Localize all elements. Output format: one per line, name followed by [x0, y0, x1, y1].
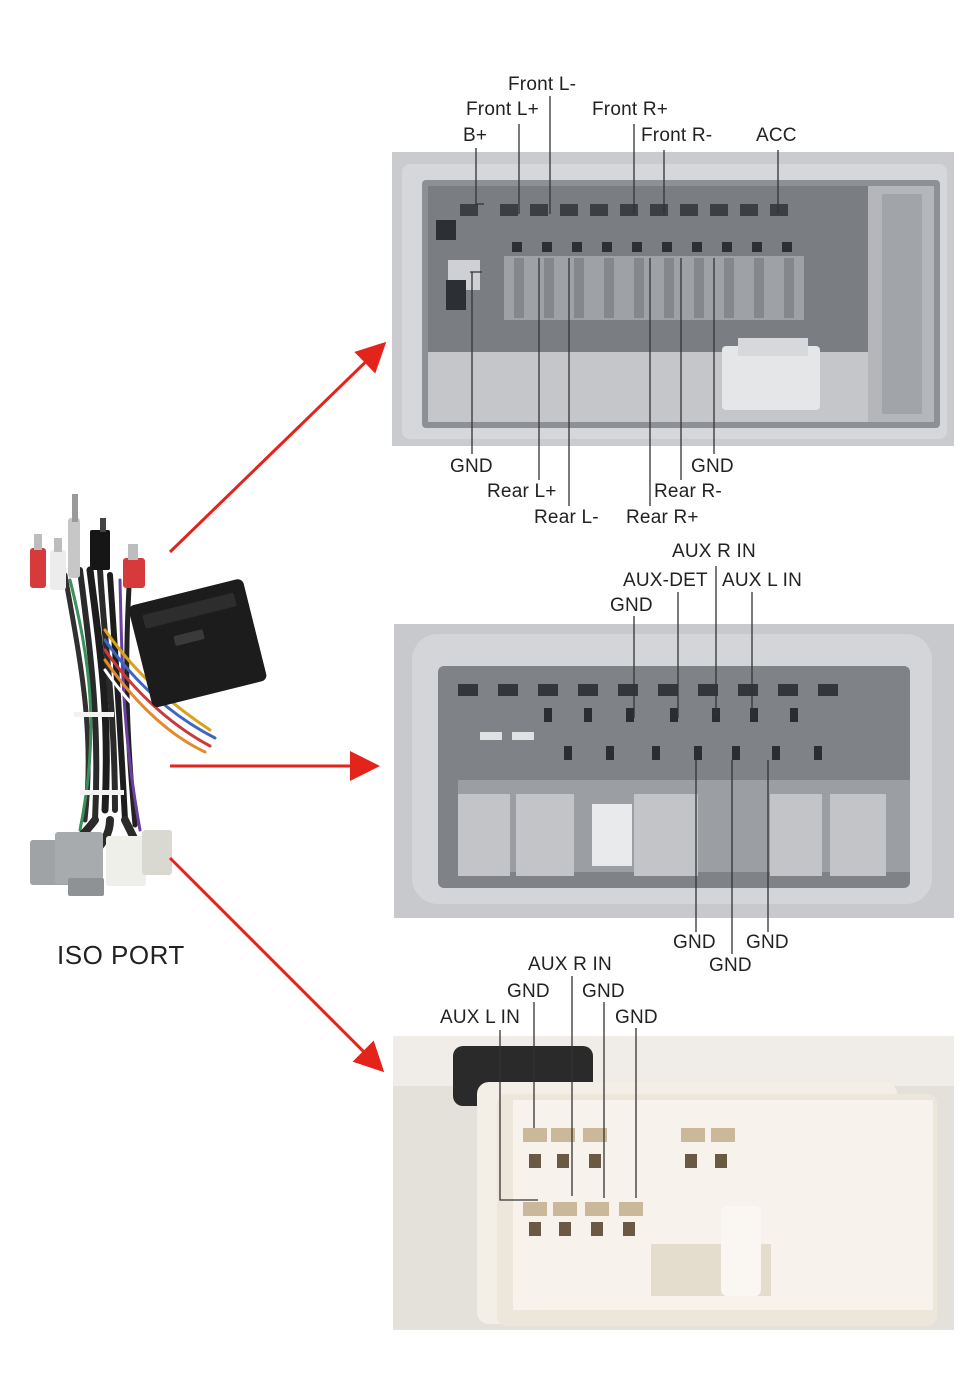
label-aux-l-in-bottom: AUX L IN [440, 1007, 521, 1028]
label-acc: ACC [756, 125, 797, 146]
label-aux-det: AUX-DET [623, 570, 708, 591]
label-b-plus: B+ [463, 125, 488, 146]
label-front-r-minus: Front R- [641, 125, 713, 146]
label-gnd-mid-bottom-3: GND [746, 932, 789, 953]
label-gnd-bottom-2: GND [582, 981, 625, 1002]
label-aux-r-in-mid: AUX R IN [672, 541, 756, 562]
wiring-harness-photo [10, 480, 280, 900]
label-aux-r-in-bottom: AUX R IN [528, 954, 612, 975]
label-front-l-minus: Front L- [508, 74, 577, 95]
connector-photo-top [392, 152, 954, 446]
label-gnd-mid-bottom-1: GND [673, 932, 716, 953]
label-rear-l-plus: Rear L+ [487, 481, 557, 502]
label-front-l-plus: Front L+ [466, 99, 539, 120]
connector-photo-bottom [393, 1036, 954, 1330]
label-aux-l-in-mid: AUX L IN [722, 570, 803, 591]
label-front-r-plus: Front R+ [592, 99, 669, 120]
iso-port-caption: ISO PORT [57, 940, 185, 970]
label-rear-r-plus: Rear R+ [626, 507, 699, 528]
label-gnd-mid-bottom-2: GND [709, 955, 752, 976]
label-gnd-top-right: GND [691, 456, 734, 477]
connector-photo-middle [394, 624, 954, 918]
label-rear-r-minus: Rear R- [654, 481, 722, 502]
label-gnd-bottom-1: GND [507, 981, 550, 1002]
label-rear-l-minus: Rear L- [534, 507, 599, 528]
label-gnd-top-left: GND [450, 456, 493, 477]
label-gnd-bottom-3: GND [615, 1007, 658, 1028]
label-gnd-mid-top: GND [610, 595, 653, 616]
